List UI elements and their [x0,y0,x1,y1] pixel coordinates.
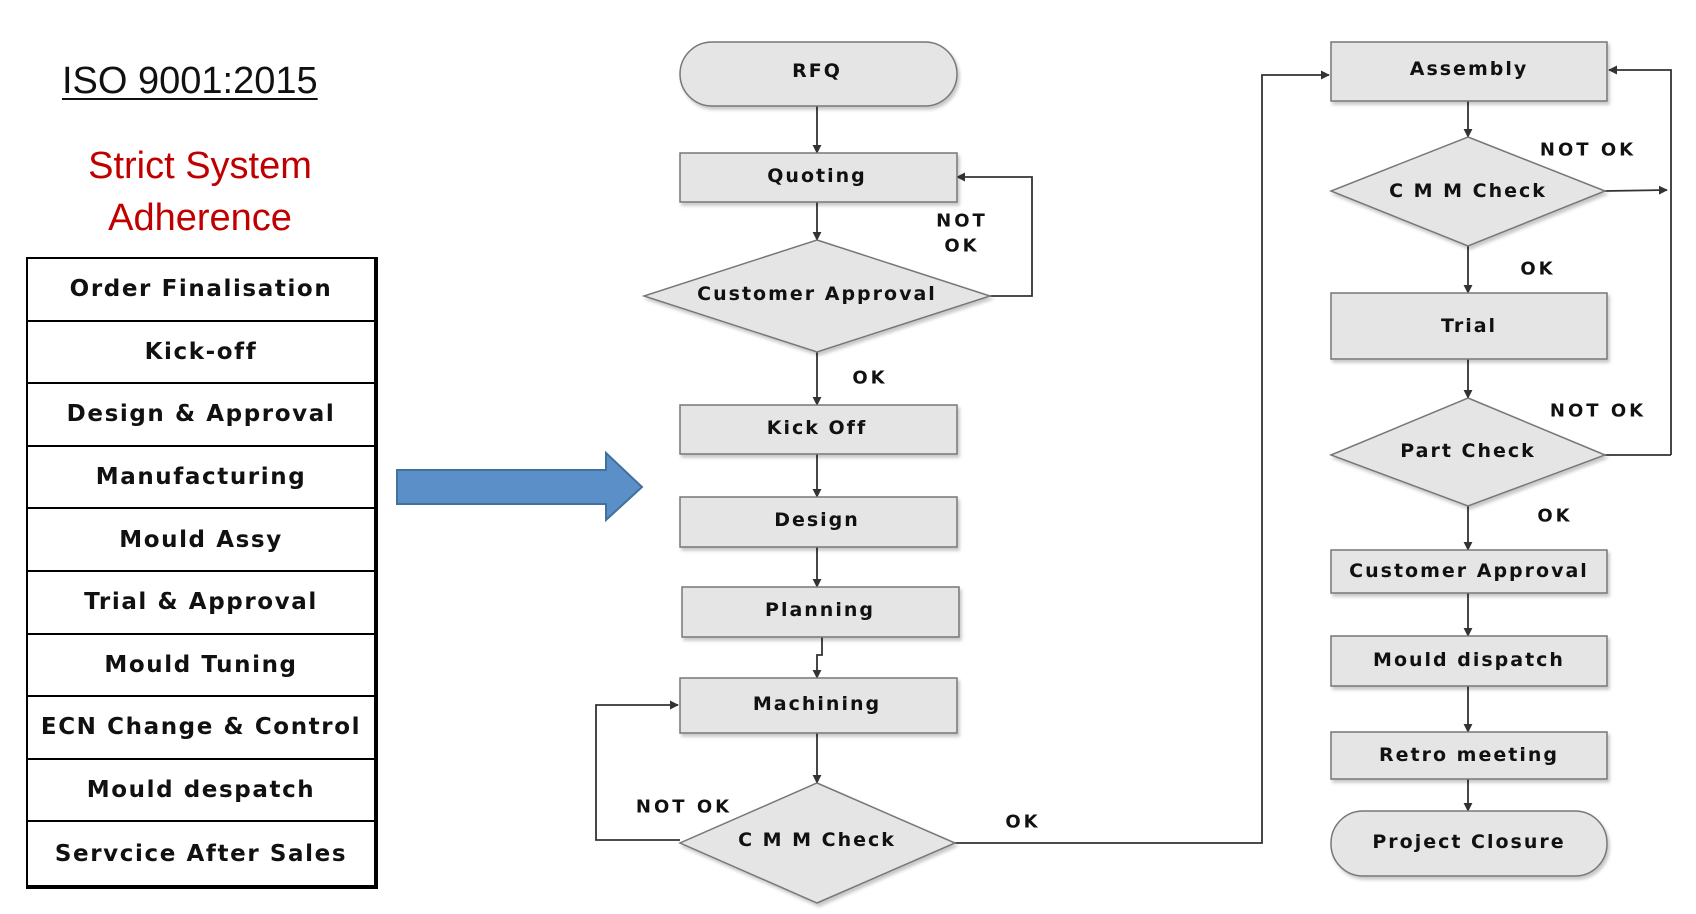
node-customer-approval-1-shape [641,239,993,353]
stage-design-approval: Design & Approval [28,384,374,447]
node-assembly-shape [1330,41,1608,102]
stage-ecn-change-control: ECN Change & Control [28,697,374,760]
node-project-closure: Project Closure [1372,831,1565,853]
node-customer-approval-1: Customer Approval [697,283,937,305]
subtitle-line-2: Adherence [108,197,292,239]
node-rfq-shape [679,41,958,107]
stage-mould-despatch: Mould despatch [28,760,374,823]
edge-cmm-not-ok [595,700,680,841]
stage-mould-tuning: Mould Tuning [28,635,374,698]
label-quote-not-ok-line1: NOT [936,211,988,232]
page-subtitle: Strict System Adherence [70,140,330,244]
node-trial-shape [1330,292,1608,360]
node-cmm-check-2-shape [1328,136,1608,247]
label-part-not-ok: NOT OK [1550,401,1646,422]
edge-approval-not-ok [956,172,1033,297]
stage-kick-off: Kick-off [28,322,374,385]
stage-service-after-sales: Servcice After Sales [54,840,348,867]
node-mould-dispatch: Mould dispatch [1373,649,1565,671]
node-planning-shape [681,586,960,638]
node-retro-meeting: Retro meeting [1379,744,1559,766]
edge-return-assembly [1608,65,1672,455]
node-cmm-check-2: C M M Check [1389,180,1547,202]
node-cmm-check-1: C M M Check [738,829,896,851]
connectors [595,65,1672,844]
node-kick-off-shape [679,404,958,455]
node-design: Design [774,509,860,531]
transition-arrow [396,450,644,523]
node-project-closure-shape [1330,810,1608,877]
stage-table: Order Finalisation Kick-off Design & App… [26,257,378,889]
subtitle-line-1: Strict System [88,145,312,187]
edge-cmm-ok [955,70,1330,844]
page-title: ISO 9001:2015 [62,60,318,102]
node-part-check-shape [1328,397,1608,507]
edge-cmm2-not-ok [1604,185,1668,195]
node-mould-dispatch-shape [1330,635,1608,687]
node-retro-meeting-shape [1330,731,1608,780]
label-machining-not-ok: NOT OK [636,797,732,818]
stage-trial-approval: Trial & Approval [28,572,374,635]
edge-planning-machining [812,637,823,679]
stage-order-finalisation: Order Finalisation [28,259,374,322]
label-machining-ok: OK [1005,812,1040,833]
label-part-ok: OK [1537,506,1572,527]
node-customer-approval-2-shape [1330,549,1608,594]
node-machining-shape [679,677,958,734]
label-assembly-ok: OK [1520,259,1555,280]
label-quote-ok: OK [852,368,887,389]
node-design-shape [679,496,958,548]
node-rfq: RFQ [792,60,842,82]
node-assembly: Assembly [1410,58,1529,80]
node-kick-off: Kick Off [767,417,867,439]
node-planning: Planning [765,599,875,621]
node-machining: Machining [753,693,881,715]
stage-manufacturing: Manufacturing [28,447,374,510]
node-quoting: Quoting [767,165,866,187]
node-quoting-shape [679,152,958,203]
node-trial: Trial [1441,315,1497,337]
label-assembly-not-ok: NOT OK [1540,140,1636,161]
node-part-check: Part Check [1400,440,1536,462]
label-quote-not-ok-line2: OK [944,236,979,257]
node-customer-approval-2: Customer Approval [1349,560,1589,582]
node-cmm-check-1-shape [678,782,957,904]
stage-mould-assy: Mould Assy [28,509,374,572]
